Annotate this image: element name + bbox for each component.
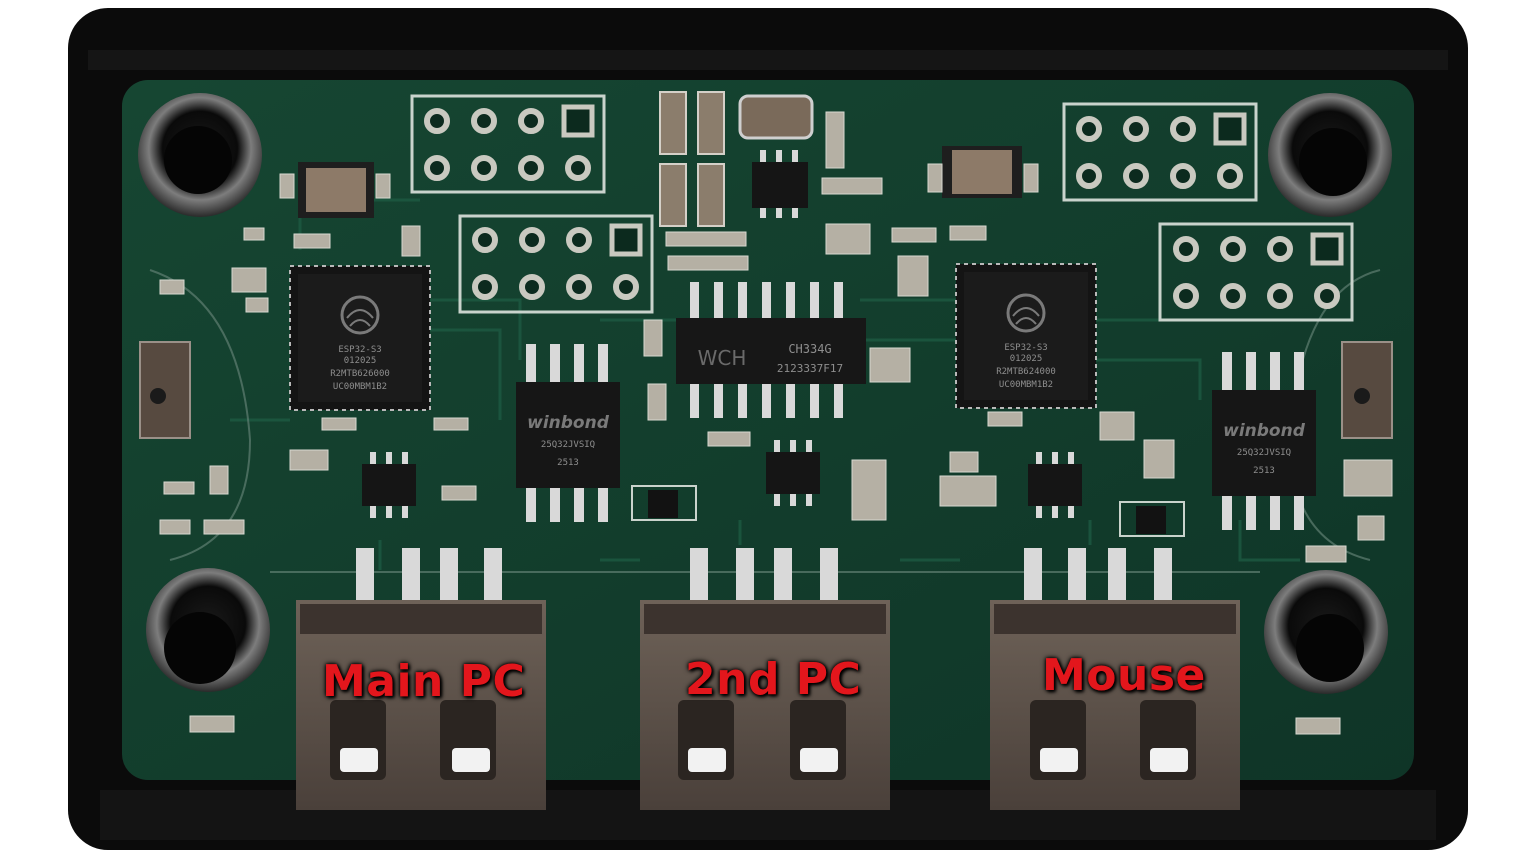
pin-header-top-right — [1062, 102, 1258, 202]
bridge-line1: CH334G — [788, 342, 831, 356]
flash-left-line1: 25Q32JVSIQ — [541, 440, 595, 450]
inductor — [738, 94, 814, 140]
flash-right-line2: 2513 — [1253, 466, 1275, 476]
port-label-main-pc: Main PC — [322, 656, 526, 707]
mcu-left-line4: UC00MBM1B2 — [333, 382, 387, 392]
crystal-left — [298, 162, 374, 218]
screw-bottom-right — [1264, 570, 1388, 694]
usb-hub-chip: WCH CH334G 2123337F17 — [676, 282, 866, 418]
small-ic-center — [766, 440, 820, 506]
port-label-mouse: Mouse — [1042, 650, 1206, 701]
usb-port-main-pc — [296, 548, 546, 810]
mcu-left-line2: 012025 — [344, 356, 377, 366]
esp32-chip-left: ESP32-S3 012025 R2MTB626000 UC00MBM1B2 — [289, 265, 431, 411]
flash-left-brand: winbond — [527, 413, 610, 433]
crystal-right — [942, 146, 1022, 198]
bridge-line2: 2123337F17 — [777, 362, 843, 375]
mcu-right-line3: R2MTB624000 — [996, 367, 1056, 377]
mcu-right-line2: 012025 — [1010, 354, 1043, 364]
flash-right-brand: winbond — [1223, 421, 1306, 441]
pin-header-right — [1158, 222, 1354, 322]
mcu-left-line3: R2MTB626000 — [330, 369, 390, 379]
small-ic-right — [1028, 452, 1082, 518]
flash-chip-right: winbond 25Q32JVSIQ 2513 — [1212, 352, 1316, 530]
screw-bottom-left — [146, 568, 270, 692]
button-right — [1341, 341, 1393, 439]
small-ic-left — [362, 452, 416, 518]
usb-port-2nd-pc — [640, 548, 890, 810]
mcu-right-line4: UC00MBM1B2 — [999, 380, 1053, 390]
pin-header-center — [458, 214, 654, 314]
button-left — [139, 341, 191, 439]
screw-top-left — [138, 93, 262, 217]
screw-top-right — [1268, 93, 1392, 217]
mcu-left-line1: ESP32-S3 — [338, 345, 381, 355]
pin-header-top-left — [410, 94, 606, 194]
flash-chip-left: winbond 25Q32JVSIQ 2513 — [516, 344, 620, 522]
usb-port-mouse — [990, 548, 1240, 810]
flash-right-line1: 25Q32JVSIQ — [1237, 448, 1291, 458]
esp32-chip-right: ESP32-S3 012025 R2MTB624000 UC00MBM1B2 — [955, 263, 1097, 409]
flash-left-line2: 2513 — [557, 458, 579, 468]
mcu-right-line1: ESP32-S3 — [1004, 343, 1047, 353]
port-label-2nd-pc: 2nd PC — [685, 654, 862, 705]
capacitor-bank — [659, 91, 725, 227]
bridge-brand: WCH — [698, 346, 747, 370]
small-ic-top — [752, 150, 808, 218]
